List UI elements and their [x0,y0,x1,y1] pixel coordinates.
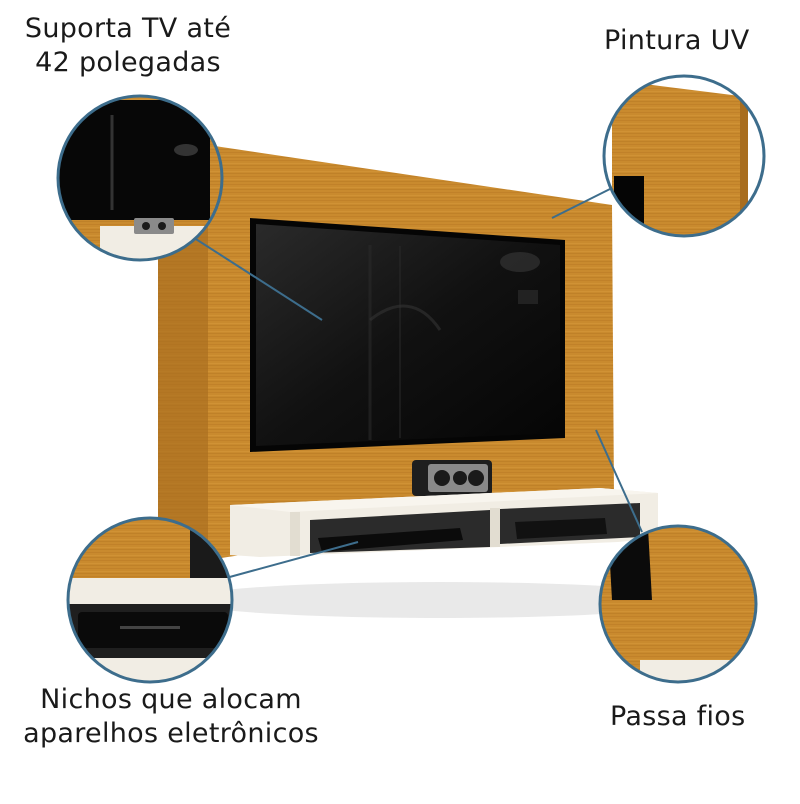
floor-shadow [180,582,700,618]
label-cable-pass: Passa fios [610,701,746,732]
label-niches-line2: aparelhos eletrônicos [23,718,319,749]
center-speaker [412,460,492,496]
label-tv-support: Suporta TV até 42 polegadas [14,12,242,80]
callout-niches [66,516,234,684]
callout-tv-detail [56,94,224,262]
callout-lines [187,187,643,579]
tv-screen [250,218,565,452]
callout-cable-pass [598,524,758,684]
callout-uv-paint [602,74,766,238]
label-tv-support-line1: Suporta TV até [24,13,232,44]
label-tv-support-line2: 42 polegadas [35,47,221,78]
label-niches: Nichos que alocam aparelhos eletrônicos [8,683,334,751]
label-uv-paint: Pintura UV [604,25,750,56]
label-niches-line1: Nichos que alocam [40,684,302,715]
white-shelf [230,488,658,557]
